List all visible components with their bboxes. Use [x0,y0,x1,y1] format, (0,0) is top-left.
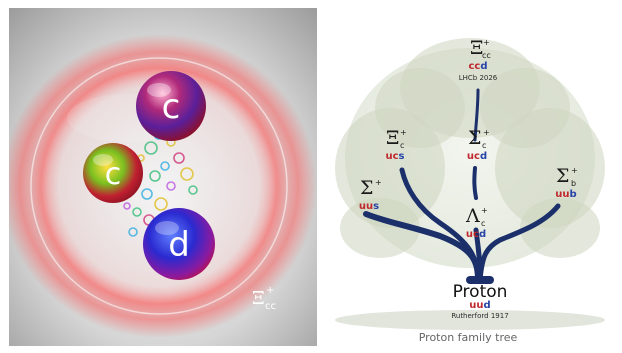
tree-caption: Proton family tree [419,331,518,344]
node-sigma-charge: + [375,178,382,187]
node-sigma-b-symbol: Σ [556,165,569,187]
node-sigma-b: Σ + b uub [555,165,577,200]
tree-ground [335,310,605,330]
node-xi-c-symbol: Ξ [386,127,399,149]
node-proton-label: Proton [453,282,508,302]
node-xi-cc-symbol: Ξ [470,37,483,59]
node-xi-cc-subscript: cc [482,51,491,60]
node-sigma: Σ + uus [359,177,382,212]
quark-charm-1-label: c [162,87,181,127]
node-lambda-c-subscript: c [481,219,485,228]
node-sigma-c: Σ + c ucd [467,127,490,162]
node-xi-c-quarks: ucs [385,151,404,162]
node-xi-cc-charge: + [483,38,490,47]
family-tree-panel: Ξ + cc ccd LHCb 2026 Ξ + c ucs Σ + c ucd [320,8,616,346]
node-proton: Proton uud Rutherford 1917 [451,282,508,320]
tree-canopy [335,38,605,268]
baryon-bubble [30,57,288,315]
node-proton-quarks: uud [469,300,490,311]
node-xi-cc-note: LHCb 2026 [459,74,498,82]
node-xi-c-subscript: c [400,141,404,150]
baryon-illustration-panel: c c d Ξ + cc [9,8,317,346]
node-sigma-symbol: Σ [360,177,373,199]
node-sigma-c-symbol: Σ [468,127,481,149]
node-sigma-b-subscript: b [571,179,576,188]
node-lambda-c-symbol: Λ [465,205,480,227]
particle-label-subscript: cc [265,301,276,312]
node-xi-c: Ξ + c ucs [385,127,406,162]
particle-label-symbol: Ξ [252,288,265,309]
node-sigma-quarks: uus [359,201,379,212]
quark-charm-2-label: c [105,157,122,192]
node-xi-cc-quarks: ccd [468,61,487,72]
family-tree: Ξ + cc ccd LHCb 2026 Ξ + c ucs Σ + c ucd [320,8,616,346]
node-lambda-c: Λ + c ucd [465,205,488,240]
node-xi-cc: Ξ + cc ccd LHCb 2026 [459,37,498,82]
node-sigma-b-quarks: uub [555,189,576,200]
node-xi-c-charge: + [400,128,407,137]
node-sigma-b-charge: + [571,166,578,175]
node-proton-note: Rutherford 1917 [451,312,508,320]
node-sigma-c-quarks: ucd [467,151,487,162]
quark-charm-2: c [83,143,143,203]
particle-label-charge: + [266,285,274,296]
node-sigma-c-subscript: c [482,141,486,150]
node-lambda-c-quarks: ucd [466,229,486,240]
quark-down-label: d [168,225,190,265]
quark-charm-1: c [136,71,206,141]
particle-label: Ξ + cc [252,285,276,312]
tree-branches [363,88,561,284]
node-sigma-c-charge: + [483,128,490,137]
node-lambda-c-charge: + [481,206,488,215]
quark-down: d [143,208,215,280]
baryon-illustration: c c d Ξ + cc [9,8,317,346]
